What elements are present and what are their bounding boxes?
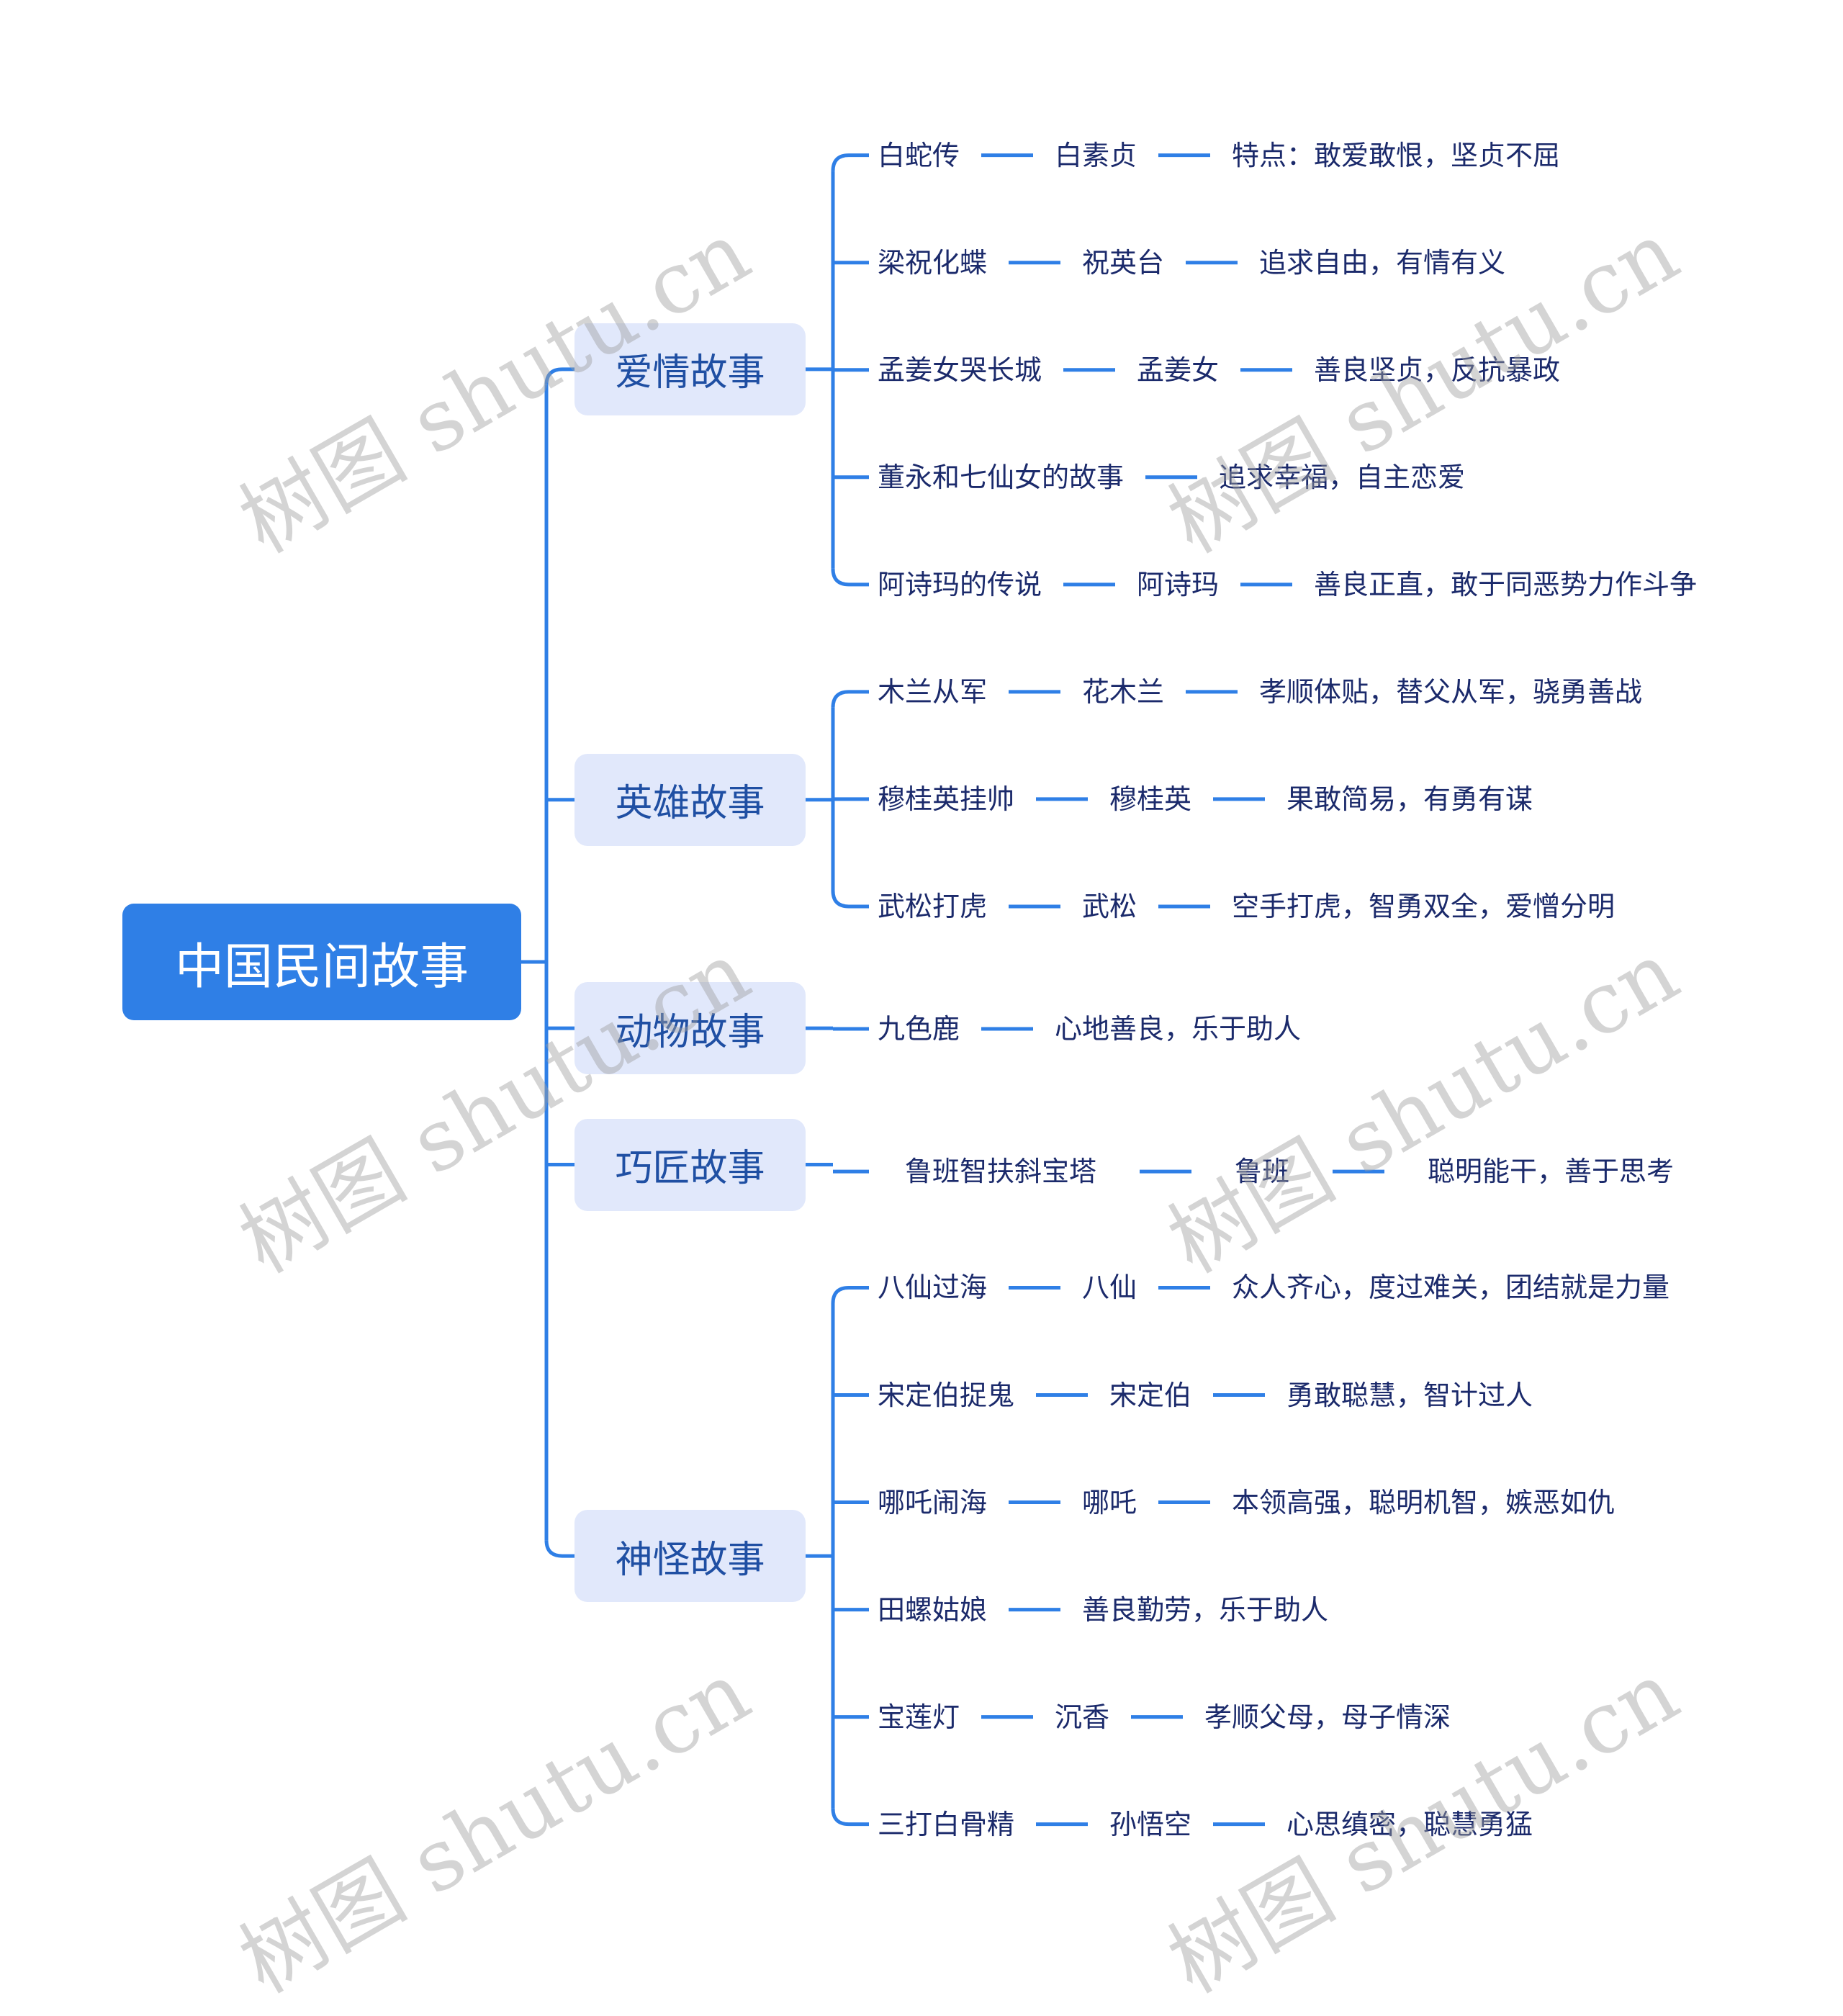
root-node[interactable]: 中国民间故事 bbox=[122, 904, 521, 1020]
character[interactable]: 孟姜女 bbox=[1137, 354, 1220, 386]
trait[interactable]: 善良正直，敢于同恶势力作斗争 bbox=[1314, 568, 1698, 600]
character[interactable]: 沉香 bbox=[1055, 1701, 1110, 1733]
story-title[interactable]: 田螺姑娘 bbox=[878, 1593, 988, 1626]
branch-label: 神怪故事 bbox=[615, 1538, 765, 1582]
branch-node-3[interactable]: 动物故事 bbox=[574, 982, 806, 1075]
story-title[interactable]: 孟姜女哭长城 bbox=[878, 354, 1042, 386]
trait[interactable]: 聪明能干，善于思考 bbox=[1428, 1156, 1675, 1188]
trait[interactable]: 孝顺体贴，替父从军，骁勇善战 bbox=[1259, 675, 1643, 708]
branch-label: 动物故事 bbox=[615, 1010, 765, 1054]
trait[interactable]: 心思缜密，聪慧勇猛 bbox=[1287, 1808, 1533, 1840]
story-title[interactable]: 木兰从军 bbox=[878, 675, 988, 708]
character[interactable]: 阿诗玛 bbox=[1137, 568, 1220, 600]
branch-node-1[interactable]: 爱情故事 bbox=[574, 323, 806, 415]
character[interactable]: 心地善良，乐于助人 bbox=[1055, 1013, 1302, 1045]
character[interactable]: 八仙 bbox=[1082, 1272, 1137, 1304]
story-title[interactable]: 武松打虎 bbox=[878, 890, 988, 922]
character[interactable]: 孙悟空 bbox=[1109, 1808, 1192, 1840]
trait[interactable]: 众人齐心，度过难关，团结就是力量 bbox=[1232, 1272, 1670, 1304]
story-title[interactable]: 穆桂英挂帅 bbox=[878, 783, 1015, 815]
character[interactable]: 祝英台 bbox=[1082, 246, 1165, 279]
story-title[interactable]: 九色鹿 bbox=[878, 1013, 960, 1045]
trait[interactable]: 果敢简易，有勇有谋 bbox=[1287, 783, 1533, 815]
story-title[interactable]: 梁祝化蝶 bbox=[878, 246, 988, 279]
root-label: 中国民间故事 bbox=[174, 938, 469, 996]
story-title[interactable]: 白蛇传 bbox=[878, 139, 960, 171]
trait[interactable]: 空手打虎，智勇双全，爱憎分明 bbox=[1232, 890, 1616, 922]
story-title[interactable]: 宝莲灯 bbox=[878, 1701, 960, 1733]
trait[interactable]: 追求自由，有情有义 bbox=[1259, 246, 1506, 279]
character[interactable]: 白素贞 bbox=[1055, 139, 1137, 171]
branch-node-4[interactable]: 巧匠故事 bbox=[574, 1118, 806, 1211]
story-title[interactable]: 鲁班智扶斜宝塔 bbox=[905, 1156, 1097, 1188]
trait[interactable]: 本领高强，聪明机智，嫉恶如仇 bbox=[1232, 1486, 1616, 1518]
story-title[interactable]: 宋定伯捉鬼 bbox=[878, 1379, 1015, 1411]
trait[interactable]: 特点：敢爱敢恨，坚贞不屈 bbox=[1232, 139, 1561, 171]
character[interactable]: 武松 bbox=[1082, 890, 1137, 922]
character[interactable]: 善良勤劳，乐于助人 bbox=[1082, 1593, 1329, 1626]
branch-node-2[interactable]: 英雄故事 bbox=[574, 753, 806, 846]
story-title[interactable]: 董永和七仙女的故事 bbox=[878, 461, 1125, 493]
trait[interactable]: 孝顺父母，母子情深 bbox=[1204, 1701, 1451, 1733]
story-title[interactable]: 哪吒闹海 bbox=[878, 1486, 988, 1518]
character[interactable]: 穆桂英 bbox=[1109, 783, 1192, 815]
branch-label: 爱情故事 bbox=[615, 351, 765, 395]
story-title[interactable]: 八仙过海 bbox=[878, 1272, 988, 1304]
character[interactable]: 鲁班 bbox=[1235, 1156, 1290, 1188]
connector-lines bbox=[521, 153, 1384, 1827]
story-title[interactable]: 阿诗玛的传说 bbox=[878, 568, 1042, 600]
story-title[interactable]: 三打白骨精 bbox=[878, 1808, 1015, 1840]
trait[interactable]: 勇敢聪慧，智计过人 bbox=[1287, 1379, 1533, 1411]
character[interactable]: 追求幸福，自主恋爱 bbox=[1219, 461, 1466, 493]
branch-label: 巧匠故事 bbox=[615, 1147, 765, 1190]
character[interactable]: 花木兰 bbox=[1082, 675, 1165, 708]
character[interactable]: 宋定伯 bbox=[1109, 1379, 1192, 1411]
branch-label: 英雄故事 bbox=[615, 782, 765, 826]
branch-node-5[interactable]: 神怪故事 bbox=[574, 1510, 806, 1603]
character[interactable]: 哪吒 bbox=[1082, 1486, 1137, 1518]
trait[interactable]: 善良坚贞，反抗暴政 bbox=[1314, 354, 1561, 386]
